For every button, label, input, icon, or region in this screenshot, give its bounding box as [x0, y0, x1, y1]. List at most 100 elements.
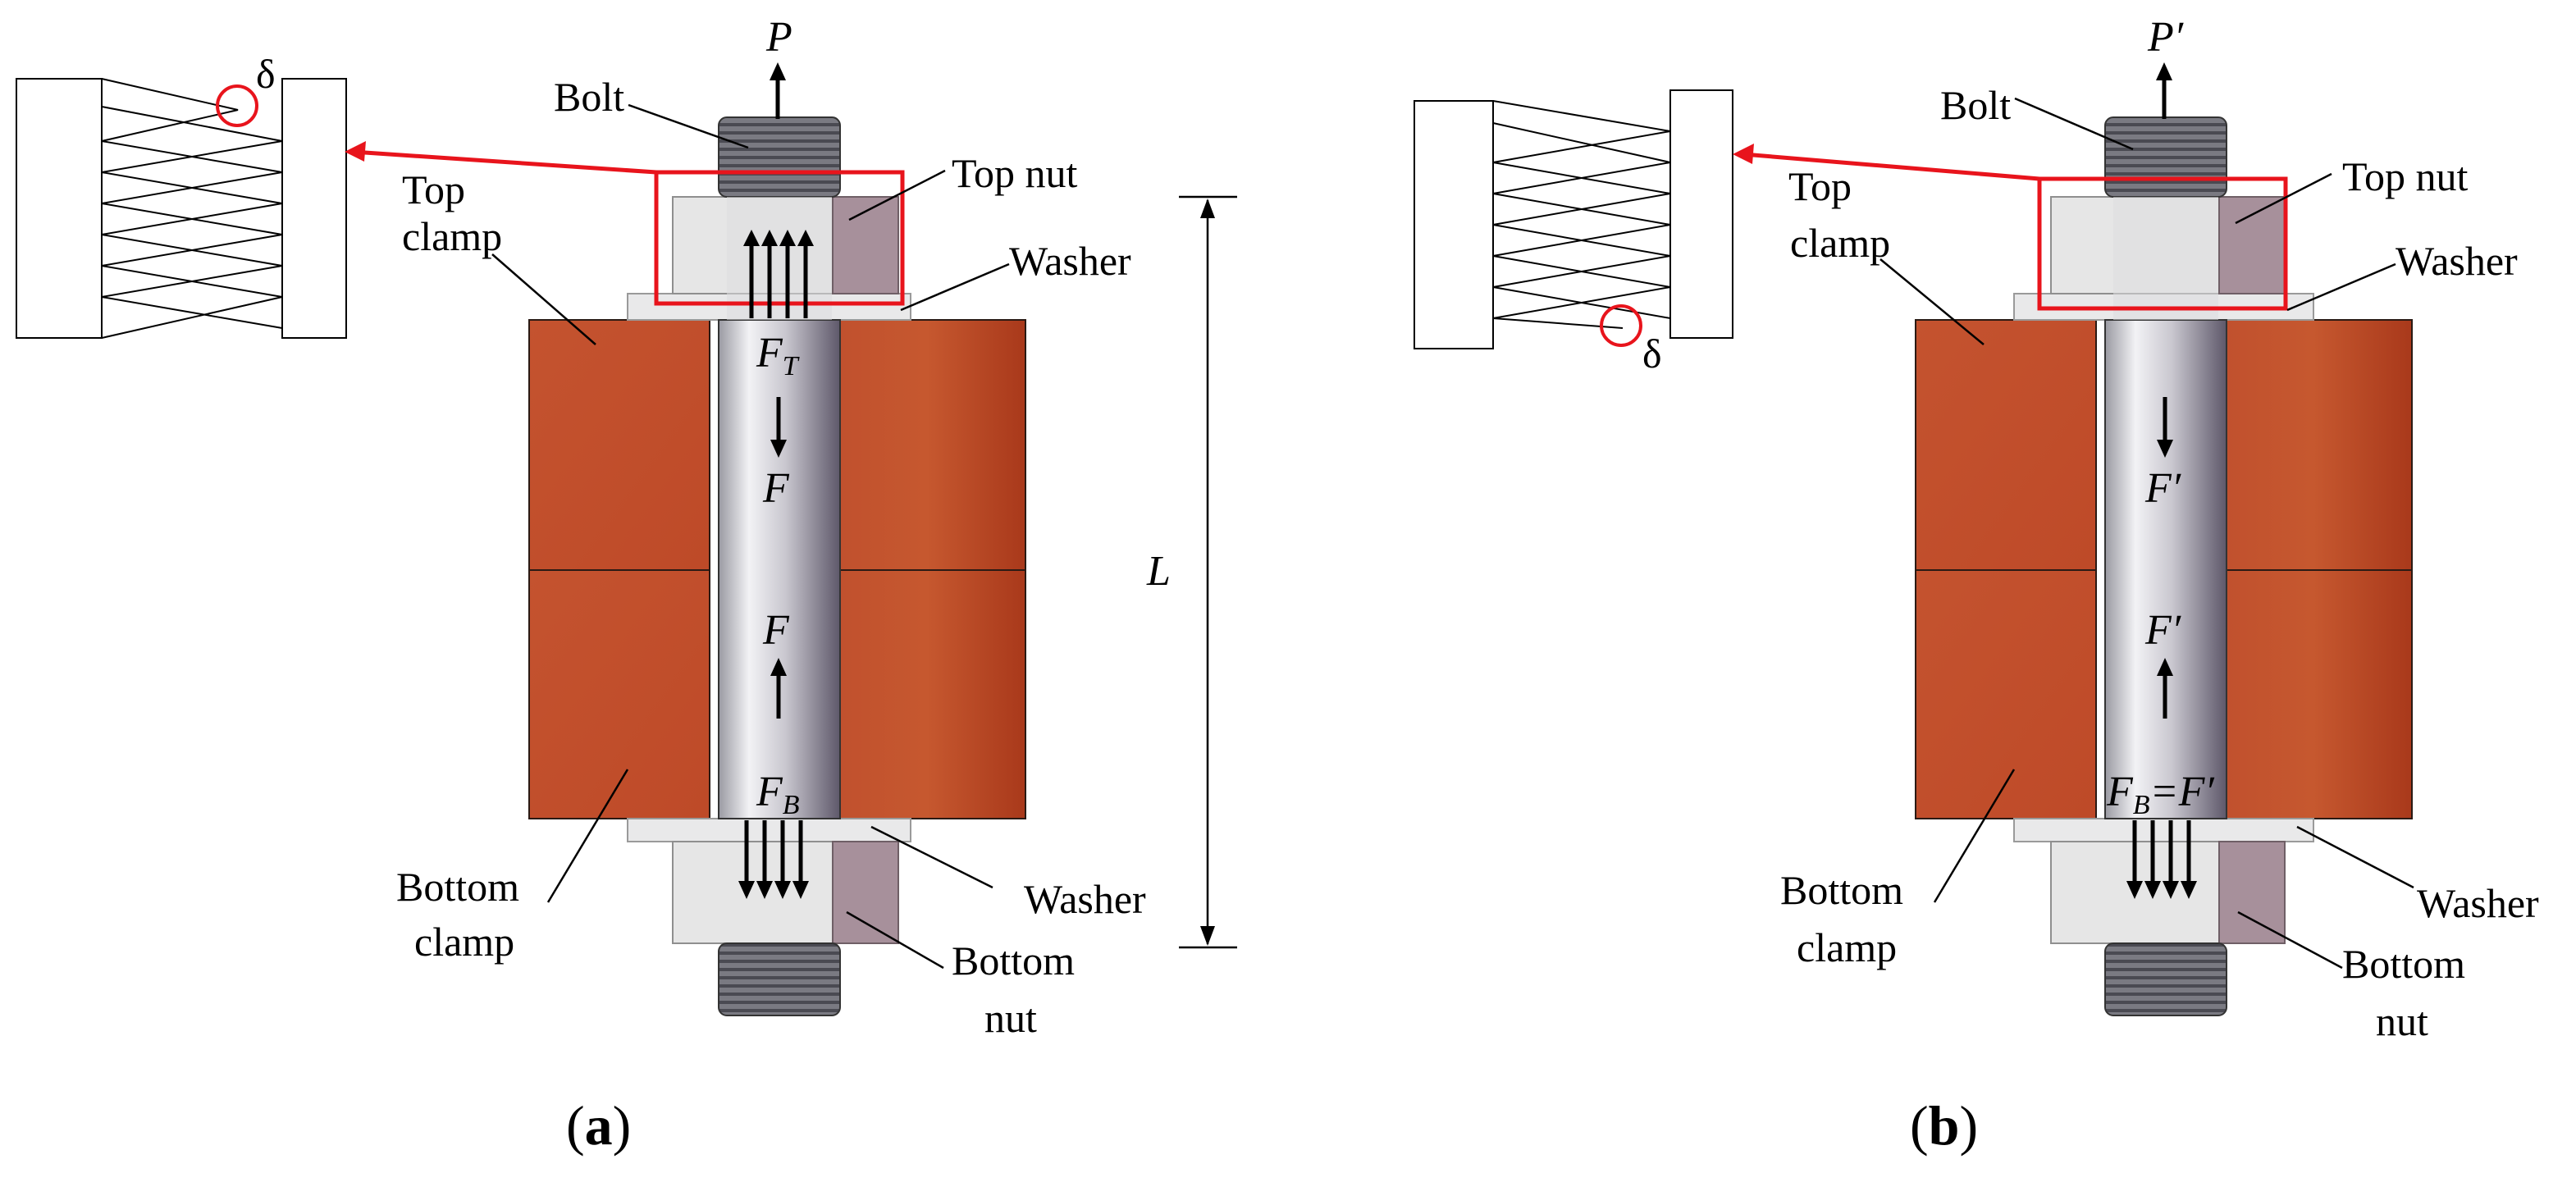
inset-left-plate	[16, 78, 103, 339]
force-up-symbol: F′	[2144, 607, 2182, 654]
inset-right-plate	[281, 78, 347, 339]
bottom-force-symbol: FB=F′	[2106, 769, 2215, 820]
panel-a-caption: (a)	[566, 1094, 631, 1157]
top-clamp-right	[828, 319, 1026, 571]
leader-lines-a	[491, 103, 1010, 970]
panel-b-caption: (b)	[1910, 1094, 1978, 1157]
bottom-nut-label-line2: nut	[2376, 998, 2428, 1044]
gap-symbol: δ	[256, 51, 276, 97]
panel-a: δ P	[16, 14, 1237, 1157]
top-force-letter: F	[756, 330, 783, 377]
top-clamp-label-line1: Top	[1788, 163, 1852, 209]
inset-right-plate	[1669, 89, 1733, 339]
bolt-bottom-thread	[718, 942, 841, 1016]
bottom-force-symbol: FB	[756, 769, 800, 820]
force-down-symbol: F	[762, 465, 790, 512]
force-down-arrowhead	[2157, 440, 2173, 458]
bottom-force-arrows	[744, 820, 803, 886]
top-nut-right-face	[832, 196, 899, 294]
gap-highlight-circle	[216, 84, 258, 127]
inset-spring-2	[101, 106, 283, 329]
inset-spring-1	[101, 78, 283, 339]
length-arrowhead-bottom	[1200, 926, 1215, 946]
load-symbol: P	[765, 14, 792, 61]
panel-b-caption-letter: b	[1929, 1094, 1960, 1157]
bolt-top-thread	[718, 116, 841, 198]
top-clamp-label-line2: clamp	[1790, 220, 1890, 266]
highlight-leader	[352, 149, 657, 175]
bolt-top-thread	[2104, 116, 2227, 198]
bolt-top-in-nut	[2113, 197, 2218, 320]
force-down-symbol: F′	[2144, 465, 2182, 512]
bottom-force-subscript: B	[2133, 790, 2150, 820]
gap-symbol: δ	[1642, 331, 1662, 377]
highlight-leader	[1742, 152, 2040, 181]
load-arrowhead	[2156, 62, 2172, 80]
bolt-shank	[718, 319, 841, 819]
bottom-washer-label: Washer	[1024, 876, 1146, 922]
bottom-force-letter: F	[756, 769, 783, 815]
top-clamp-label-line1: Top	[402, 167, 465, 212]
panel-b-caption-open: (	[1910, 1094, 1929, 1157]
bottom-clamp-right	[2214, 569, 2413, 819]
bolt-top-in-nut	[727, 197, 832, 320]
force-down-arrowhead	[770, 440, 787, 458]
top-clamp-left	[528, 319, 710, 571]
inset-left-plate	[1414, 100, 1494, 349]
highlight-box	[2037, 176, 2288, 311]
inset-spring-2	[1492, 122, 1671, 329]
bottom-clamp-label-line1: Bottom	[396, 864, 519, 910]
bottom-nut-left-face	[672, 841, 834, 944]
panel-b: δ P′ F′ F′	[1414, 14, 2539, 1157]
panel-a-caption-letter: a	[585, 1094, 613, 1157]
bottom-washer	[2013, 818, 2314, 842]
bottom-force-subscript: B	[783, 790, 800, 820]
spring-inset-a: δ	[16, 51, 347, 339]
panel-a-caption-open: (	[566, 1094, 585, 1157]
top-clamp-right	[2214, 319, 2413, 571]
top-nut-right-face	[2218, 196, 2286, 294]
bottom-nut-right-face	[832, 841, 899, 944]
bolt-label: Bolt	[1940, 82, 2011, 128]
highlight-leader-arrowhead	[345, 141, 366, 162]
bottom-clamp-label-line1: Bottom	[1780, 867, 1903, 913]
force-up-symbol: F	[762, 607, 790, 654]
bottom-force-arrowheads	[738, 881, 809, 899]
top-washer-label: Washer	[1009, 238, 1131, 284]
top-nut-label: Top nut	[952, 150, 1078, 196]
top-clamp-left	[1915, 319, 2097, 571]
leader-lines-b	[1879, 97, 2414, 970]
load-arrowhead	[770, 62, 786, 80]
bottom-force-equality: =F′	[2150, 769, 2216, 815]
panel-a-caption-close: )	[613, 1094, 632, 1157]
gap-highlight-circle	[1600, 304, 1642, 347]
bottom-force-arrowheads	[2126, 881, 2197, 899]
highlight-box	[654, 170, 905, 306]
bottom-force-arrows	[2132, 820, 2191, 886]
force-up-arrowhead	[2157, 658, 2173, 676]
bottom-clamp-left	[528, 569, 710, 819]
load-symbol: P′	[2147, 14, 2185, 61]
top-force-arrowheads	[743, 230, 814, 246]
top-washer-label: Washer	[2396, 238, 2518, 284]
spring-inset-b: δ	[1414, 89, 1733, 377]
highlight-leader-arrowhead	[1733, 144, 1754, 164]
bottom-clamp-right	[828, 569, 1026, 819]
bottom-clamp-label-line2: clamp	[1797, 924, 1897, 970]
bottom-force-letter: F	[2106, 769, 2134, 815]
bottom-washer-label: Washer	[2417, 880, 2539, 926]
bottom-clamp-left	[1915, 569, 2097, 819]
length-symbol: L	[1146, 548, 1171, 595]
bottom-nut-label-line1: Bottom	[952, 938, 1075, 983]
bolt-bottom-thread	[2104, 942, 2227, 1016]
top-force-subscript: T	[783, 351, 800, 381]
bottom-washer	[627, 818, 911, 842]
top-nut-label: Top nut	[2342, 153, 2469, 199]
length-dimension	[1179, 195, 1237, 949]
top-clamp-label-line2: clamp	[402, 213, 502, 259]
bottom-nut-right-face	[2218, 841, 2286, 944]
force-up-arrowhead	[770, 658, 787, 676]
top-force-arrows	[749, 240, 808, 318]
bottom-nut-label-line2: nut	[984, 995, 1037, 1041]
